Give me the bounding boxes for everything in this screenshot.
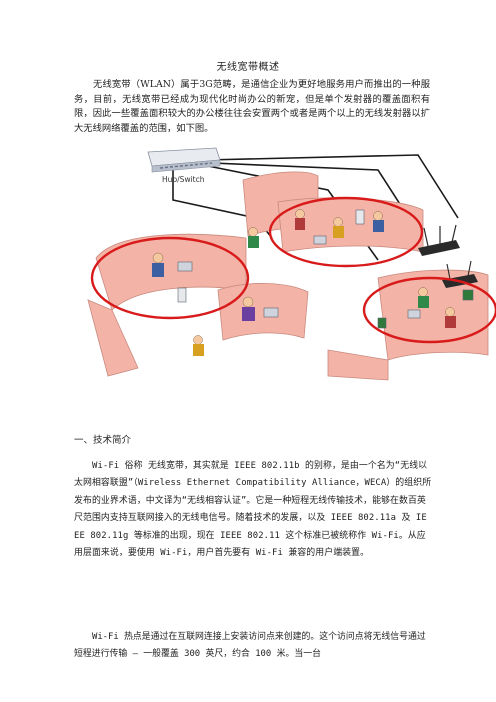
office-equipment: [177, 209, 474, 329]
wireless-coverage-areas: [90, 196, 496, 344]
office-network-illustration: Hub/Switch: [87, 147, 496, 381]
wireless-access-point-icon: [418, 224, 460, 256]
office-workers: [152, 209, 456, 356]
paragraph-wifi-definition: Wi-Fi 俗称 无线宽带，其实就是 IEEE 802.11b 的别称，是由一个…: [74, 461, 432, 559]
section-heading-tech-intro: 一、技术简介: [74, 435, 132, 446]
hub-switch-icon: [147, 147, 221, 173]
office-partitions: [87, 171, 489, 381]
coverage-area-right: [362, 276, 496, 344]
intro-paragraph: 无线宽带（WLAN）属于3G范畴，是通信企业为更好地服务用户而推出的一种服务，目…: [74, 79, 430, 134]
coverage-area-left: [90, 236, 250, 320]
paragraph-wifi-hotspot: Wi-Fi 热点是通过在互联网连接上安装访问点来创建的。这个访问点将无线信号通过…: [74, 632, 426, 660]
network-coverage-figure: Hub/Switch: [78, 140, 496, 385]
hub-switch-label: Hub/Switch: [162, 175, 205, 184]
document-title: 无线宽带概述: [216, 62, 280, 73]
coverage-area-center: [268, 196, 424, 268]
